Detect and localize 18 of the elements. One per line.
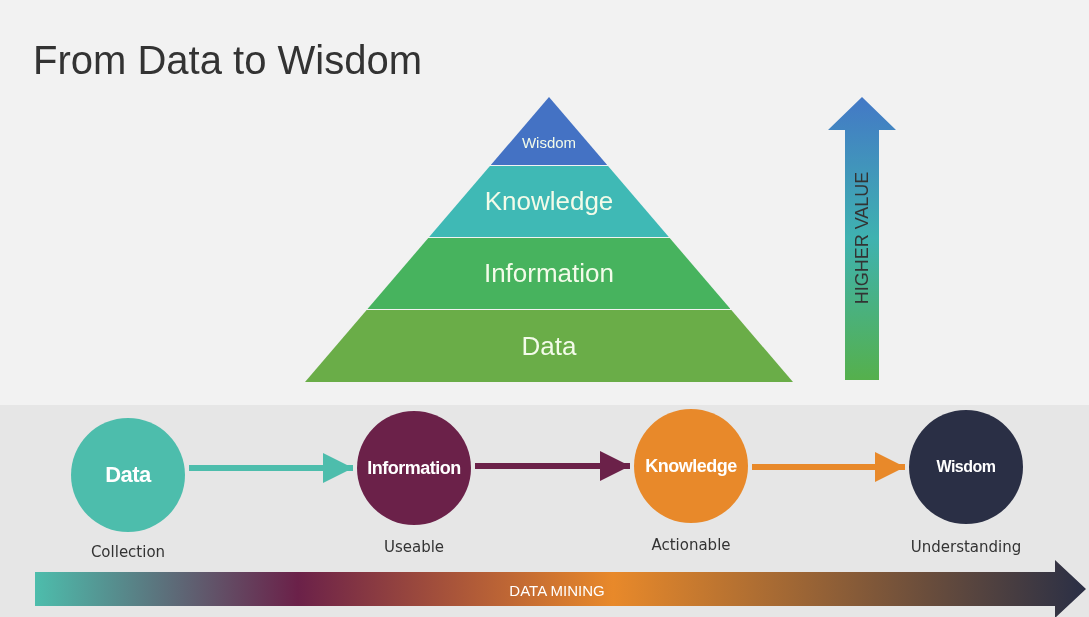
arrow xyxy=(752,452,905,482)
circle-label: Knowledge xyxy=(645,455,737,477)
layer-label: Knowledge xyxy=(484,186,614,217)
node-label: Collection xyxy=(89,543,167,561)
node-label: Actionable xyxy=(650,536,732,554)
arrow xyxy=(189,453,353,483)
title: From Data to Wisdom xyxy=(33,38,422,83)
arrow xyxy=(475,451,630,481)
layer-label: Data xyxy=(521,330,577,362)
circle-label: Wisdom xyxy=(936,458,996,476)
node-label: Understanding xyxy=(909,538,1023,556)
arrow-label: DATA MINING xyxy=(509,581,605,599)
circle-label: Data xyxy=(105,462,151,488)
layer-label: Information xyxy=(483,258,614,289)
arrow-label: HIGHER VALUE xyxy=(851,171,873,305)
node-label: Useable xyxy=(382,538,446,556)
circle-label: Information xyxy=(367,457,461,479)
layer-label: Wisdom xyxy=(521,133,577,151)
